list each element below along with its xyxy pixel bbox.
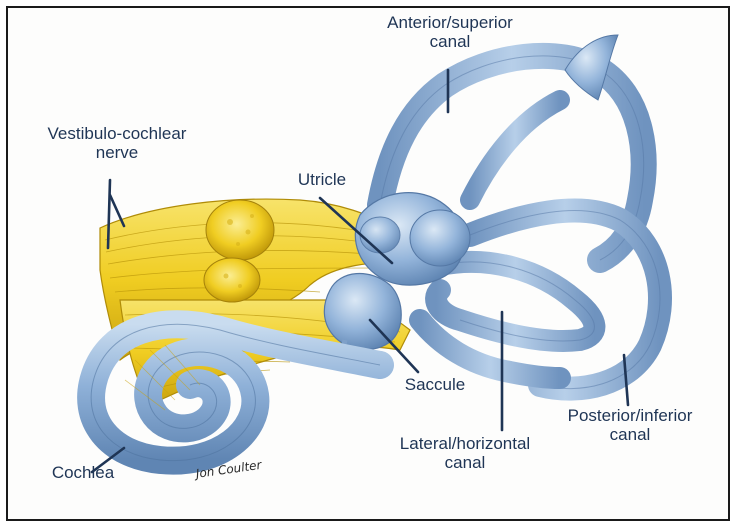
label-vestibulo-line1: Vestibulo-cochlear (22, 124, 212, 143)
label-cochlea: Cochlea (38, 463, 128, 482)
label-anterior-line2: canal (360, 32, 540, 51)
label-vestibulo-cochlear-nerve: Vestibulo-cochlear nerve (22, 124, 212, 162)
label-anterior-line1: Anterior/superior (360, 13, 540, 32)
label-saccule: Saccule (385, 375, 485, 394)
cochlea-spiral (91, 324, 380, 460)
label-cochlea-line1: Cochlea (38, 463, 128, 482)
label-anterior-superior-canal: Anterior/superior canal (360, 13, 540, 51)
label-posterior-line1: Posterior/inferior (540, 406, 720, 425)
label-lateral-line1: Lateral/horizontal (370, 434, 560, 453)
label-posterior-inferior-canal: Posterior/inferior canal (540, 406, 720, 444)
label-lateral-horizontal-canal: Lateral/horizontal canal (370, 434, 560, 472)
label-saccule-line1: Saccule (385, 375, 485, 394)
label-posterior-line2: canal (540, 425, 720, 444)
label-utricle-line1: Utricle (272, 170, 372, 189)
label-utricle: Utricle (272, 170, 372, 189)
label-vestibulo-line2: nerve (22, 143, 212, 162)
label-lateral-line2: canal (370, 453, 560, 472)
